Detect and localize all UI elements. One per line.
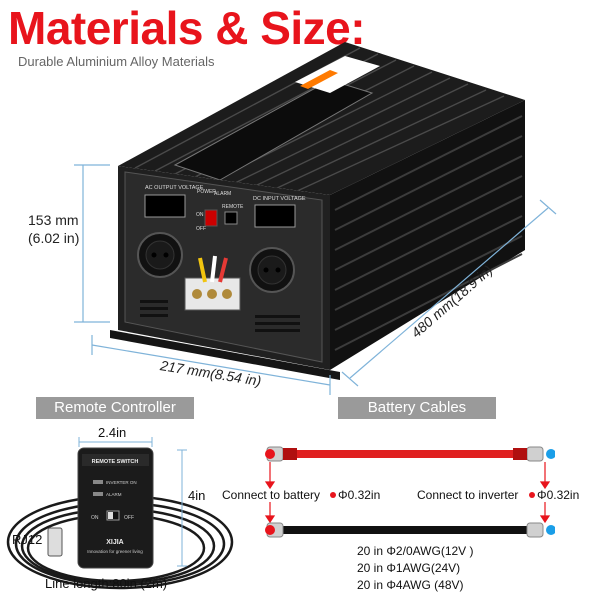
height-label: 153 mm	[28, 212, 79, 228]
remote-port	[224, 211, 238, 225]
remote-on: ON	[91, 515, 99, 521]
inverter-label-orange	[300, 70, 338, 89]
connect-inverter-label: Connect to inverter	[417, 488, 519, 502]
red-cable-dot-right	[546, 449, 555, 459]
on-label: ON	[196, 212, 204, 218]
red-cable	[277, 450, 533, 458]
battery-diameter: Φ0.32in	[338, 488, 381, 502]
dc-voltage-display	[254, 204, 296, 228]
black-cable-dot-right	[546, 525, 555, 535]
remote-off: OFF	[124, 515, 134, 521]
battery-dot	[330, 492, 336, 498]
remote-alarm: ALARM	[106, 492, 122, 497]
inverter-base	[110, 330, 340, 380]
remote-switch-title: REMOTE SWITCH	[92, 459, 139, 465]
ac-output-label: AC OUTPUT VOLTAGE	[145, 185, 204, 191]
cable-spec-48v: 20 in Φ4AWG (48V)	[357, 578, 464, 592]
black-cable-dot-left	[265, 525, 275, 535]
remote-section-header: Remote Controller	[36, 397, 194, 419]
ac-voltage-display	[144, 194, 186, 218]
rj12-label: RJ12	[12, 532, 43, 547]
power-switch	[204, 209, 218, 227]
off-label: OFF	[196, 226, 206, 232]
remote-slogan: Innovation for greener living	[87, 549, 143, 554]
width-dim-line	[91, 344, 331, 386]
remote-device	[77, 447, 154, 569]
connect-battery-label: Connect to battery	[222, 488, 321, 502]
remote-width-label: 2.4in	[98, 425, 127, 440]
black-cable	[277, 526, 533, 534]
inverter-illustration: AC OUTPUT VOLTAGE DC INPUT VOLTAGE POWER…	[74, 42, 557, 395]
remote-brand: XIJIA	[106, 539, 124, 546]
cables-illustration	[264, 446, 555, 538]
dc-input-label: DC INPUT VOLTAGE	[253, 196, 306, 202]
cable-spec-24v: 20 in Φ1AWG(24V)	[357, 561, 461, 575]
cables-section-header: Battery Cables	[338, 397, 496, 419]
alarm-label: ALARM	[214, 191, 231, 197]
inverter-diameter: Φ0.32in	[537, 488, 580, 502]
page-title: Materials & Size:	[8, 2, 366, 54]
inverter-top-panel	[173, 79, 374, 181]
height-inch-label: (6.02 in)	[28, 230, 80, 246]
remote-label: REMOTE	[222, 204, 244, 210]
cable-spec-12v: 20 in Φ2/0AWG(12V )	[357, 544, 474, 558]
remote-inverter-on: INVERTER ON	[106, 480, 137, 485]
page-subtitle: Durable Aluminium Alloy Materials	[18, 54, 215, 69]
inverter-side-face	[330, 100, 525, 370]
remote-height-label: 4in	[188, 488, 206, 503]
remote-illustration: REMOTE SWITCH INVERTER ON ALARM ON OFF X…	[6, 437, 234, 590]
red-cable-dot-left	[265, 449, 275, 459]
length-dim-line	[349, 207, 549, 379]
inverter-dot	[529, 492, 535, 498]
rj12-plug	[47, 527, 63, 557]
power-label: POWER	[197, 189, 216, 195]
line-length-label: Line length:80in (2m)	[45, 576, 168, 591]
